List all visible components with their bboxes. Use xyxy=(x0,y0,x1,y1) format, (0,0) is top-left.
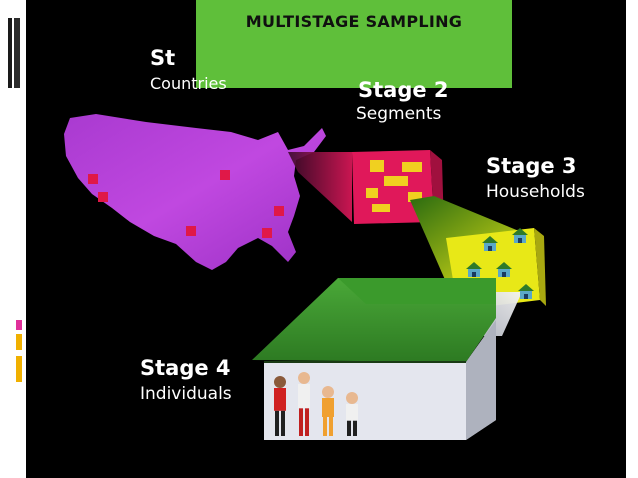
sample-marker xyxy=(274,206,284,216)
zoom-beam xyxy=(288,152,352,222)
stage-1-subtitle: Countries xyxy=(150,74,227,93)
title-banner: MULTISTAGE SAMPLING xyxy=(196,0,512,88)
house-icon xyxy=(518,284,534,300)
page-title: MULTISTAGE SAMPLING xyxy=(245,12,463,31)
person-figure xyxy=(294,372,314,436)
usa-map-shape xyxy=(64,114,326,270)
multistage-sampling-diagram: MULTISTAGE SAMPLING St Countries Stage 2… xyxy=(26,0,626,478)
stage-2-title: Stage 2 xyxy=(358,78,449,102)
slide-decoration-bar xyxy=(16,320,22,330)
diagram-canvas xyxy=(64,114,546,440)
slide-decoration-bar xyxy=(16,334,22,350)
sample-marker xyxy=(88,174,98,184)
slide-decoration-bar xyxy=(14,18,20,88)
house-icon xyxy=(482,236,498,252)
person-figure xyxy=(318,386,338,436)
stage-4-title: Stage 4 xyxy=(140,356,231,380)
sample-marker xyxy=(262,228,272,238)
stage-1-title: St xyxy=(150,46,176,70)
stage-3-title: Stage 3 xyxy=(486,154,577,178)
stage-3-subtitle: Households xyxy=(486,182,585,202)
sample-marker xyxy=(220,170,230,180)
person-figure xyxy=(270,376,290,436)
house-icon xyxy=(496,262,512,278)
house-icon xyxy=(512,228,528,244)
slide-decoration-bar xyxy=(16,356,22,382)
house-icon xyxy=(466,262,482,278)
sample-marker xyxy=(98,192,108,202)
stage-4-subtitle: Individuals xyxy=(140,384,232,404)
sample-marker xyxy=(186,226,196,236)
slide-decoration-bar xyxy=(8,18,12,88)
stage-2-subtitle: Segments xyxy=(356,104,442,124)
person-figure xyxy=(342,392,362,436)
